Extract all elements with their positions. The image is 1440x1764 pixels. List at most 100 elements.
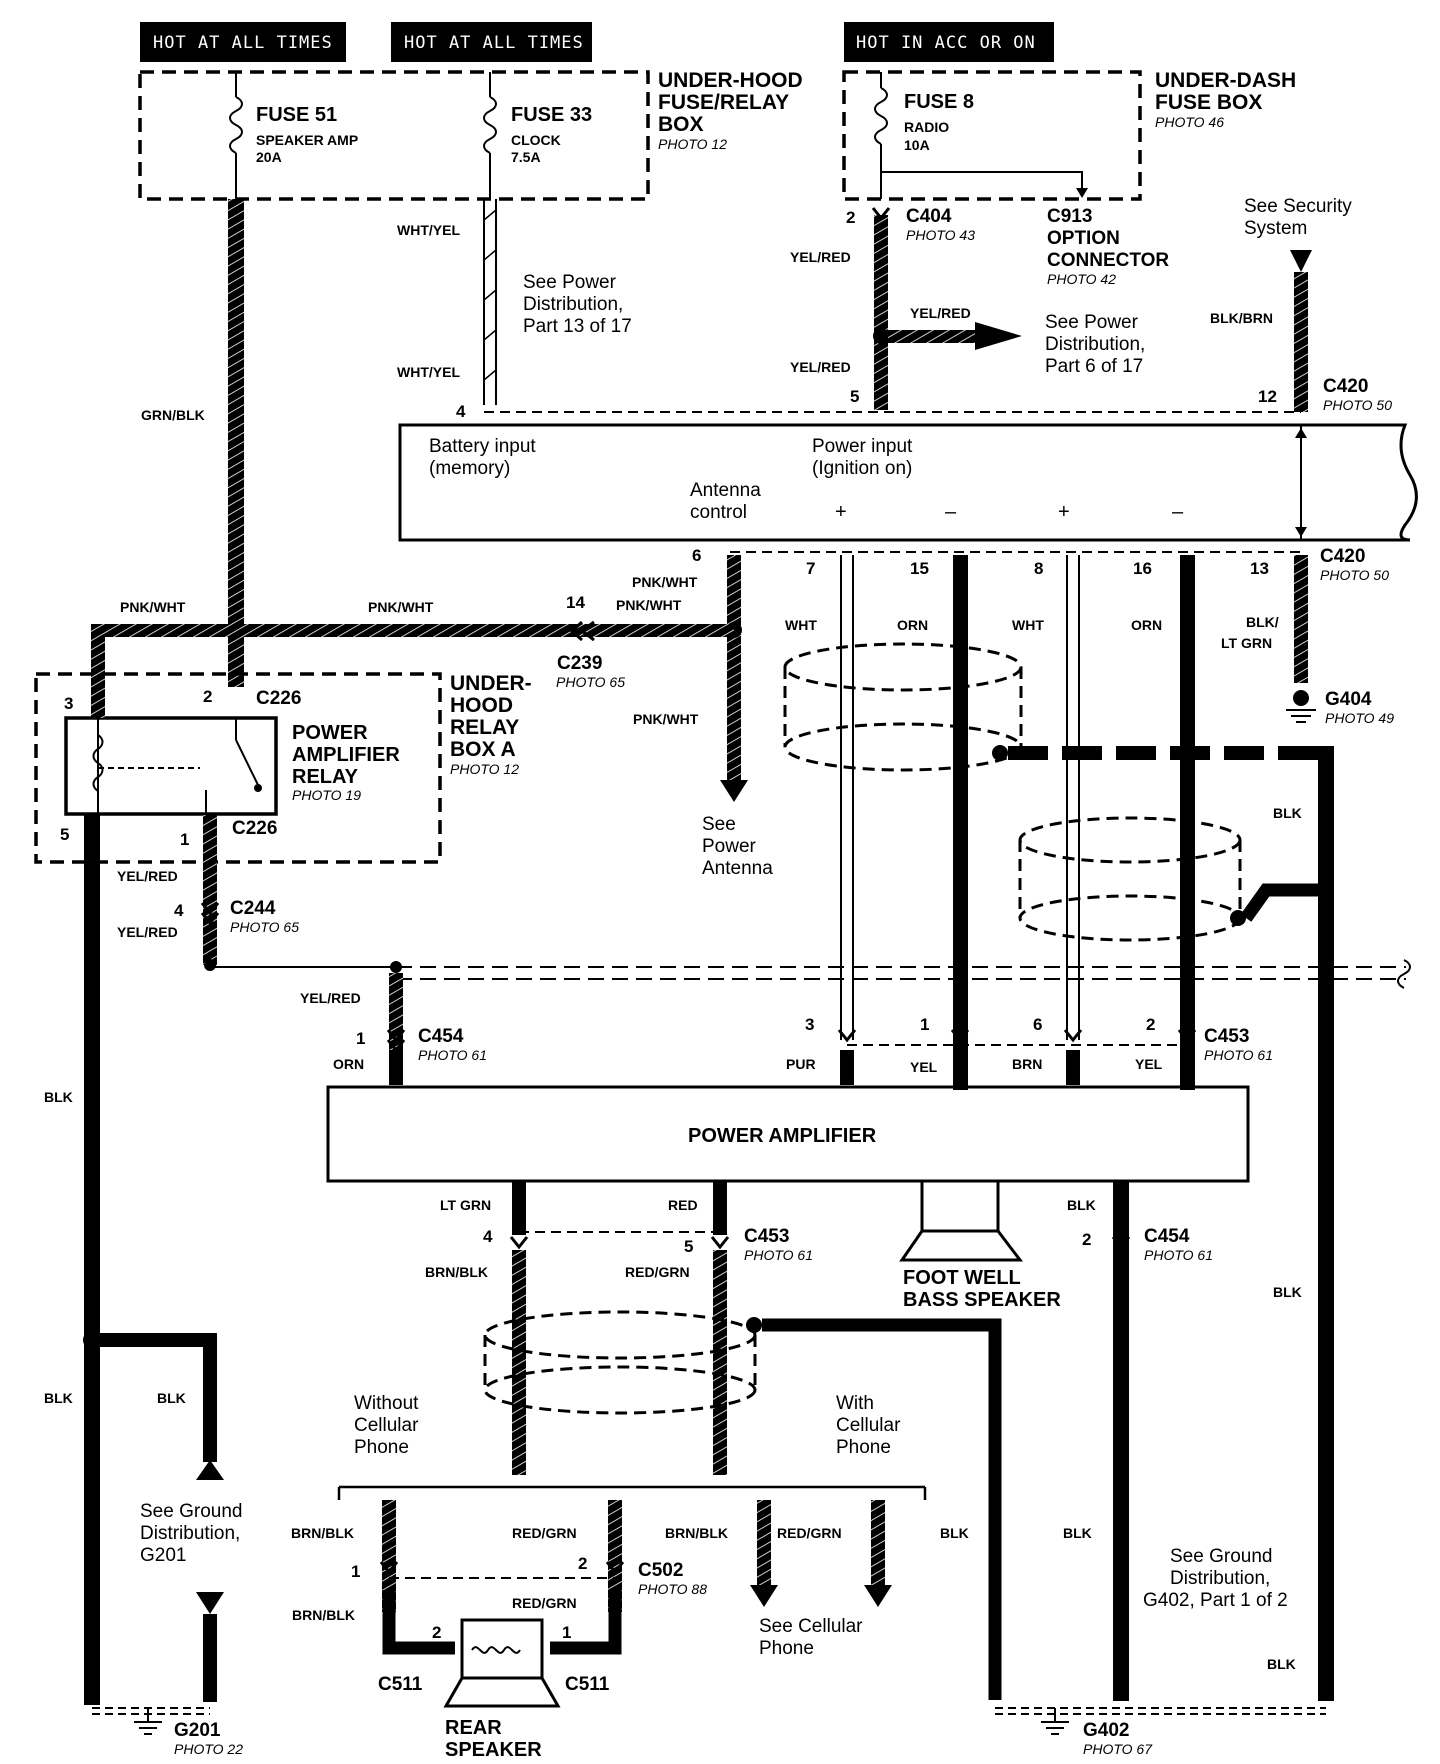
relay-box-photo: PHOTO 12 [450,761,519,777]
under-hood-fuse-box-title-2: FUSE/RELAY [658,91,789,114]
power-amplifier-title: POWER AMPLIFIER [688,1125,877,1147]
wire-blk-g201-branch [100,1333,217,1462]
c453-pin-1: 1 [920,1015,929,1034]
c239-name: C239 [557,653,602,674]
relay-pin-5: 5 [60,825,69,844]
wire-red-grn-1-label: RED/GRN [625,1264,690,1280]
c244-pin: 4 [174,901,184,920]
relay-title-3: RELAY [292,766,359,788]
header-hot-1-label: HOT AT ALL TIMES [153,33,333,53]
wire-red-grn-3-label: RED/GRN [777,1525,842,1541]
connector-c502: 1 2 C502 PHOTO 88 [351,1554,707,1597]
wire-pnk-wht-label-5: PNK/WHT [633,711,699,727]
note-without-cell-2: Cellular [354,1415,419,1436]
relay-title-2: AMPLIFIER [292,744,400,766]
wire-pnk-wht-antenna [727,555,741,780]
wire-to-rear-speaker-right [550,1590,622,1655]
wire-pnk-wht-horizontal [250,624,734,637]
note-with-cell: With Cellular Phone [836,1393,901,1458]
shield-lower [1018,816,1246,942]
c420-bottom-photo: PHOTO 50 [1320,567,1389,583]
wire-red-grn-main [713,1250,727,1475]
header-hot-2-label: HOT AT ALL TIMES [404,33,584,53]
wire-blk-ltgrn-label-2: LT GRN [1221,635,1272,651]
note-see-ground-g201-3: G201 [140,1545,186,1566]
c511-pin-2: 2 [432,1623,441,1642]
wire-blk-left-label: BLK [44,1089,73,1105]
wire-brn-blk-3-label: BRN/BLK [665,1525,728,1541]
wire-wht-2 [1066,555,1080,1040]
c511-pin-1: 1 [562,1623,571,1642]
note-see-ground-g402: See Ground Distribution, G402, Part 1 of… [1143,1546,1288,1611]
wire-orn-1-label: ORN [897,617,928,633]
c453-pin-6: 6 [1033,1015,1042,1034]
splice-yel-red-c454 [390,961,402,973]
note-see-power-6-3: Part 6 of 17 [1045,356,1143,377]
ground-g402: G402 PHOTO 67 [995,1707,1326,1757]
pin-4: 4 [456,402,466,421]
c453-bottom-photo: PHOTO 61 [744,1247,813,1263]
wire-pur [840,1050,854,1085]
wire-pnk-wht-to-relay [91,624,250,637]
power-amplifier-relay [64,716,278,816]
radio-antenna-control-1: Antenna [690,480,761,501]
wire-yel-red-relay [203,815,217,965]
rear-speaker-title-2: SPEAKER [445,1739,542,1761]
header-acc-on-label: HOT IN ACC OR ON [856,33,1036,53]
pin-12: 12 [1258,387,1277,406]
c453-bottom-name: C453 [744,1226,789,1247]
fuse-33-desc: CLOCK [511,132,561,148]
wire-blk-ltgrn [1294,555,1308,683]
note-see-ground-g201-2: Distribution, [140,1523,240,1544]
wire-yel-red-label-2: YEL/RED [790,359,851,375]
c239-photo: PHOTO 65 [556,674,625,690]
wire-blk-1-label: BLK [1063,1525,1092,1541]
pin-16: 16 [1133,559,1152,578]
wire-brn-blk-3 [757,1500,771,1585]
wire-red [713,1181,727,1235]
c913-name-2: OPTION [1047,228,1120,249]
ground-g201: G201 PHOTO 22 [92,1707,243,1757]
c454b-pin-2: 2 [1082,1230,1091,1249]
arrow-cell-2 [864,1585,892,1607]
relay-pin-1: 1 [180,830,189,849]
wire-blk-amp-label: BLK [1067,1197,1096,1213]
wire-red-grn-4-label: RED/GRN [512,1595,577,1611]
relay-photo: PHOTO 19 [292,787,361,803]
c454-bottom-photo: PHOTO 61 [1144,1247,1213,1263]
header-hot-2: HOT AT ALL TIMES [391,22,592,62]
arrow-cell-1 [750,1585,778,1607]
g404-name: G404 [1325,689,1372,710]
wire-red-grn-2 [608,1500,622,1612]
g201-photo: PHOTO 22 [174,1741,243,1757]
c502-photo: PHOTO 88 [638,1581,707,1597]
c453-pin-3: 3 [805,1015,814,1034]
note-see-cellular-2: Phone [759,1638,814,1659]
connector-c239: 14 C239 PHOTO 65 [556,593,625,690]
c511-name-right: C511 [565,1674,610,1695]
under-hood-fuse-box-photo: PHOTO 12 [658,136,727,152]
wire-wht-2-label: WHT [1012,617,1044,633]
c226-bottom-name: C226 [232,818,277,839]
c502-name: C502 [638,1560,683,1581]
wire-blk-right-label: BLK [1273,1284,1302,1300]
wire-blk-shield-rear [762,1318,1002,1700]
radio-sign-1: + [835,501,847,523]
pin-7: 7 [806,559,815,578]
wire-pnk-wht-relay-drop [91,624,105,718]
c420-top-name: C420 [1323,376,1368,397]
c913-name-1: C913 [1047,206,1092,227]
wire-brn-blk-2 [382,1500,396,1612]
wire-brn [1066,1050,1080,1085]
note-see-ground-g402-2: Distribution, [1170,1568,1270,1589]
c244-photo: PHOTO 65 [230,919,299,935]
arrow-from-security [1290,250,1312,272]
c502-pin-1: 1 [351,1562,360,1581]
arrow-to-ground-g201 [196,1460,224,1480]
c511-name-left: C511 [378,1674,423,1695]
wire-wht-yel-label-2: WHT/YEL [397,364,460,380]
pin-14: 14 [566,593,585,612]
g404-photo: PHOTO 49 [1325,710,1394,726]
wire-yel-red-radio [874,215,888,410]
